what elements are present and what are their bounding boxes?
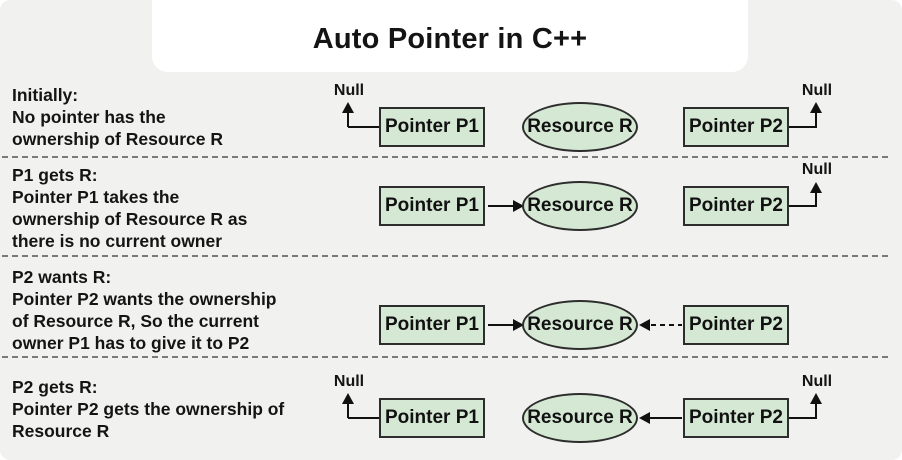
p2-null-arrow-line	[815, 112, 817, 127]
p2-null-label: Null	[801, 373, 833, 390]
p1-null-label: Null	[333, 373, 365, 390]
step-description-line: Resource R	[12, 421, 110, 441]
p2-null-arrow-line	[815, 192, 817, 206]
pointer-p1-node: Pointer P1	[379, 305, 485, 345]
pointer-p2-node: Pointer P2	[683, 107, 789, 147]
p2-null-label: Null	[801, 161, 833, 178]
title-panel: Auto Pointer in C++	[152, 0, 748, 72]
step-description-line: of Resource R, So the current	[12, 311, 259, 331]
resource-r-node: Resource R	[522, 300, 638, 350]
p2-wants-arrowhead-icon	[639, 319, 650, 331]
p1-null-arrow-line	[347, 112, 349, 127]
p2-null-arrow-line	[815, 403, 817, 418]
pointer-p2-node: Pointer P2	[683, 186, 789, 226]
row-divider	[2, 255, 888, 257]
p1-null-arrow-line	[347, 403, 349, 418]
resource-r-node: Resource R	[522, 393, 638, 443]
step-description-line: ownership of Resource R	[12, 129, 224, 149]
step-description-line: Pointer P2 gets the ownership of	[12, 399, 285, 419]
p2-wants-dashed-arrow-line	[651, 324, 682, 326]
p2-null-arrowhead-icon	[810, 102, 822, 113]
step-description-line: there is no current owner	[12, 231, 223, 251]
p1-owns-arrow-line	[488, 324, 514, 326]
p2-null-arrow-line	[789, 205, 817, 207]
step-description-line: Pointer P2 wants the ownership	[12, 289, 277, 309]
resource-r-node: Resource R	[522, 102, 638, 152]
p1-null-arrowhead-icon	[342, 102, 354, 113]
step-heading: P2 wants R:	[12, 267, 112, 287]
step-description-line: owner P1 has to give it to P2	[12, 333, 250, 353]
p2-null-label: Null	[801, 82, 833, 99]
resource-r-node: Resource R	[522, 181, 638, 231]
p2-null-arrowhead-icon	[810, 393, 822, 404]
p2-null-arrowhead-icon	[810, 182, 822, 193]
pointer-p2-node: Pointer P2	[683, 398, 789, 438]
step-heading: P1 gets R:	[12, 165, 98, 185]
step-heading: Initially:	[12, 85, 79, 105]
pointer-p1-node: Pointer P1	[379, 398, 485, 438]
step-caption: P1 gets R: Pointer P1 takes the ownershi…	[12, 164, 372, 252]
p1-owns-arrowhead-icon	[513, 200, 524, 212]
step-caption: P2 wants R: Pointer P2 wants the ownersh…	[12, 266, 372, 354]
p2-owns-arrow-line	[650, 417, 682, 419]
p2-null-arrow-line	[789, 417, 817, 419]
step-description-line: No pointer has the	[12, 107, 166, 127]
p1-owns-arrowhead-icon	[513, 319, 524, 331]
p1-owns-arrow-line	[488, 205, 514, 207]
p1-null-arrowhead-icon	[342, 393, 354, 404]
pointer-p1-node: Pointer P1	[379, 186, 485, 226]
step-heading: P2 gets R:	[12, 377, 98, 397]
step-description-line: Pointer P1 takes the	[12, 187, 180, 207]
p2-owns-arrowhead-icon	[639, 412, 650, 424]
p1-null-label: Null	[333, 82, 365, 99]
p2-null-arrow-line	[789, 126, 817, 128]
p1-null-arrow-line	[348, 417, 379, 419]
step-description-line: ownership of Resource R as	[12, 209, 248, 229]
pointer-p2-node: Pointer P2	[683, 305, 789, 345]
row-divider	[2, 156, 888, 158]
row-divider	[2, 356, 888, 358]
step-caption: P2 gets R: Pointer P2 gets the ownership…	[12, 376, 372, 442]
pointer-p1-node: Pointer P1	[379, 107, 485, 147]
p1-null-arrow-line	[348, 126, 379, 128]
page-title: Auto Pointer in C++	[312, 23, 588, 55]
step-caption: Initially: No pointer has the ownership …	[12, 84, 372, 150]
